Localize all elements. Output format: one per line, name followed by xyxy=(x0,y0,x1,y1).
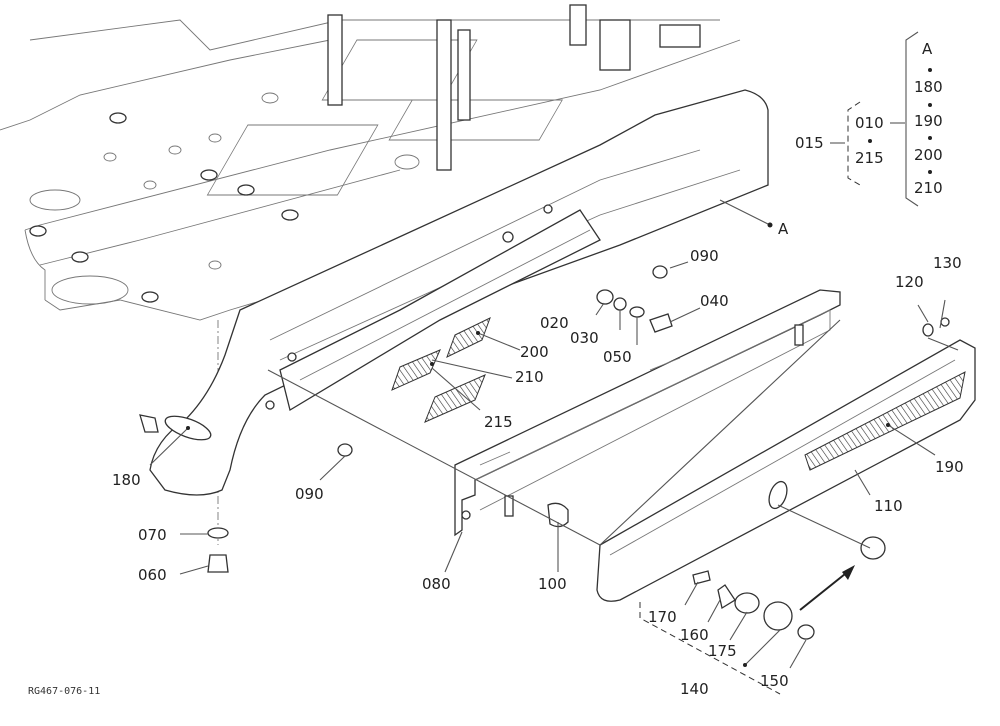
washer-070 xyxy=(207,527,229,539)
callout-140: 140 xyxy=(680,680,709,698)
decal-200 xyxy=(446,317,491,358)
assembly-brace-table: 015 010 215 A 180 190 200 210 xyxy=(795,31,943,207)
decal-215 xyxy=(424,374,486,423)
frame-plate xyxy=(0,4,741,321)
callout-a-brace: A xyxy=(922,40,933,58)
support-rail xyxy=(454,289,841,537)
callout-030: 030 xyxy=(570,329,599,347)
callout-200-brace: 200 xyxy=(914,146,943,164)
callout-020: 020 xyxy=(540,314,569,332)
callout-160: 160 xyxy=(680,626,709,644)
lock-assembly xyxy=(639,536,886,695)
callout-080: 080 xyxy=(422,575,451,593)
callout-090-top: 090 xyxy=(690,247,719,265)
drawing-reference-code: RG467-076-11 xyxy=(28,686,100,697)
callout-210: 210 xyxy=(515,368,544,386)
callout-a: A xyxy=(778,220,789,238)
callout-190: 190 xyxy=(935,458,964,476)
callout-150: 150 xyxy=(760,672,789,690)
callout-210-brace: 210 xyxy=(914,179,943,197)
callout-090-bottom: 090 xyxy=(295,485,324,503)
callout-120: 120 xyxy=(895,273,924,291)
callout-190-brace: 190 xyxy=(914,112,943,130)
side-cover-110 xyxy=(596,339,976,602)
callout-050: 050 xyxy=(603,348,632,366)
callout-015: 015 xyxy=(795,134,824,152)
callout-labels: A 090 040 020 030 050 200 210 215 180 09… xyxy=(112,220,964,698)
bolt-060 xyxy=(207,554,229,573)
callout-130: 130 xyxy=(933,254,962,272)
callout-110: 110 xyxy=(874,497,903,515)
callout-215: 215 xyxy=(484,413,513,431)
callout-170: 170 xyxy=(648,608,677,626)
washer-120 xyxy=(922,323,934,337)
main-cover-a xyxy=(139,89,769,496)
callout-070: 070 xyxy=(138,526,167,544)
callout-215-brace: 215 xyxy=(855,149,884,167)
callout-175: 175 xyxy=(708,642,737,660)
callout-010: 010 xyxy=(855,114,884,132)
callout-060: 060 xyxy=(138,566,167,584)
decal-210 xyxy=(391,349,441,391)
callout-180: 180 xyxy=(112,471,141,489)
callout-040: 040 xyxy=(700,292,729,310)
callout-200: 200 xyxy=(520,343,549,361)
callout-180-brace: 180 xyxy=(914,78,943,96)
leader-lines xyxy=(149,199,959,669)
callout-100: 100 xyxy=(538,575,567,593)
clip-130 xyxy=(940,317,950,327)
